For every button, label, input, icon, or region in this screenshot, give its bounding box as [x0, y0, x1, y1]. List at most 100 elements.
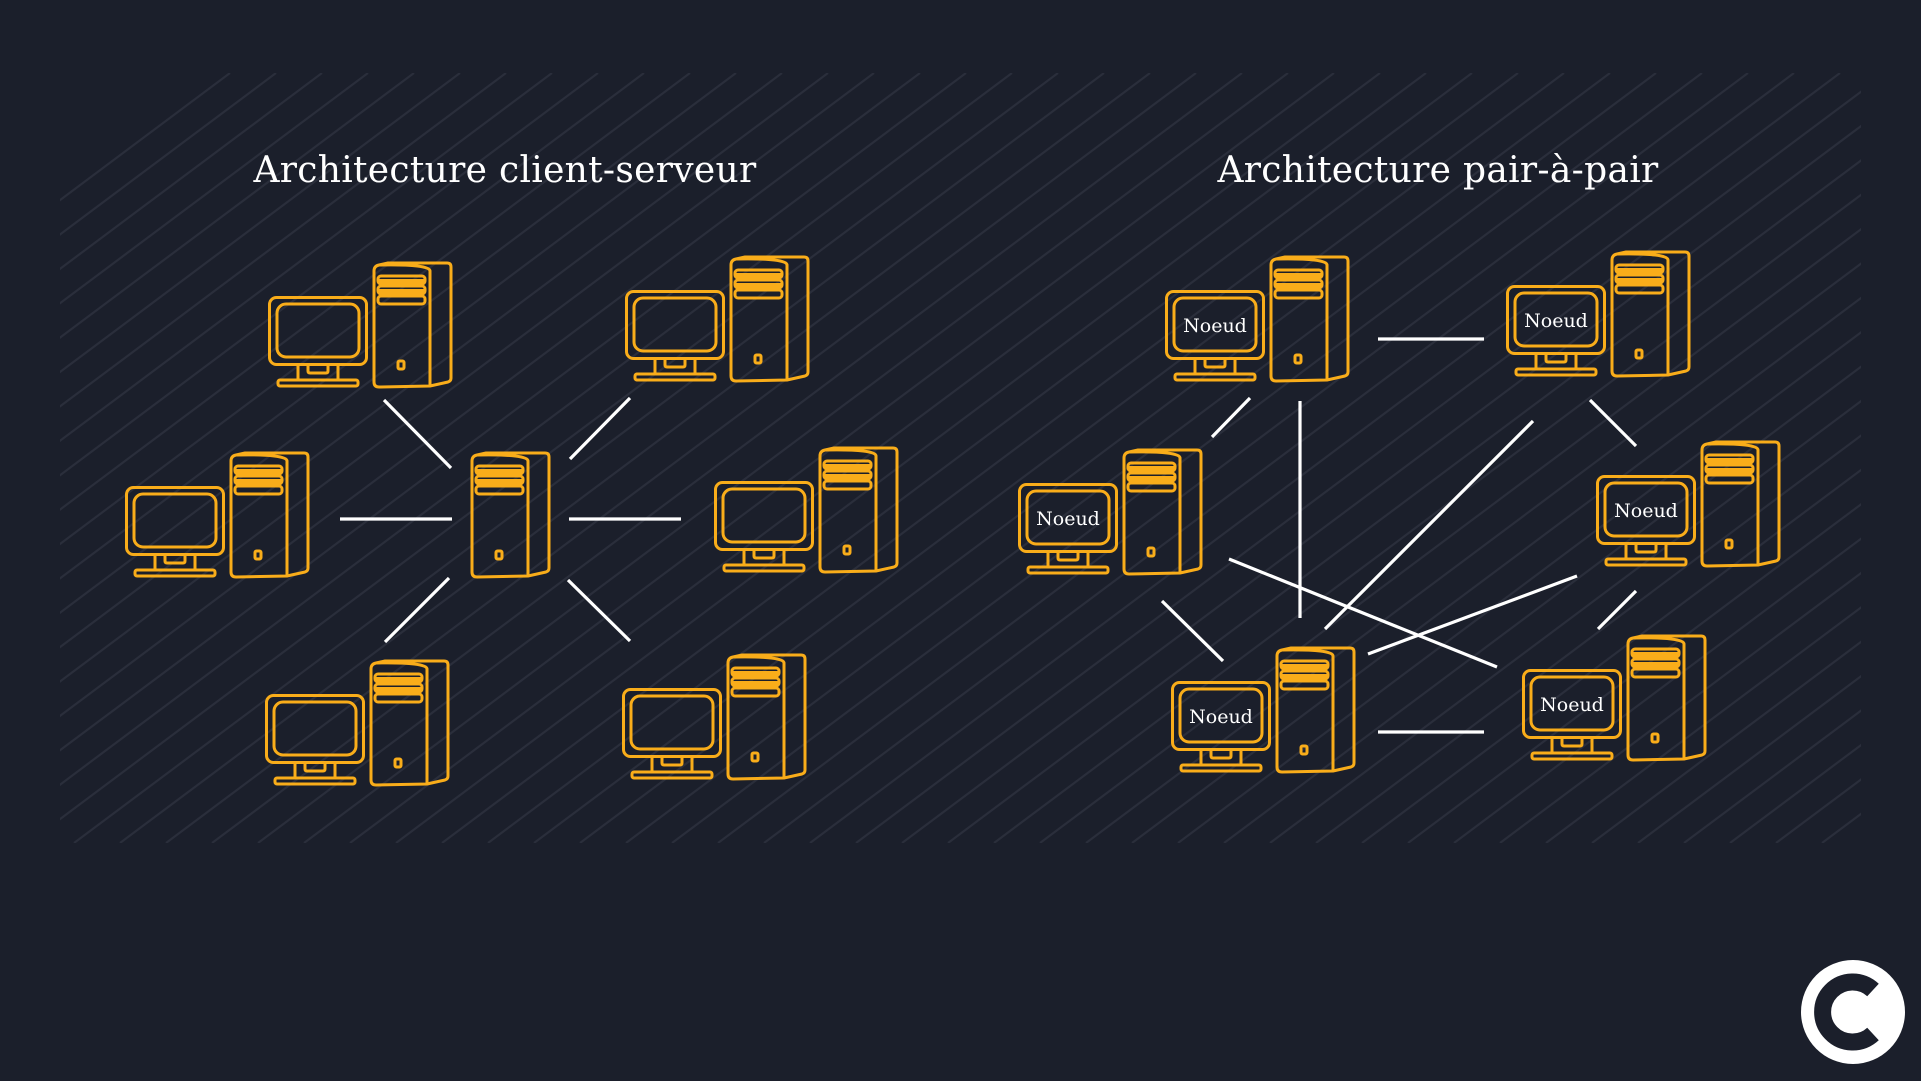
hatch-line — [60, 73, 369, 305]
hatch-line — [60, 73, 599, 477]
hatch-line — [625, 73, 1657, 843]
hatch-line — [487, 73, 1519, 843]
hatch-line — [1131, 296, 1861, 843]
link-client-1-server — [382, 398, 453, 470]
hatch-line — [533, 73, 1565, 843]
hatch-line — [60, 73, 553, 443]
hatch-line — [60, 73, 691, 546]
hatch-line — [60, 73, 967, 752]
hatch-line — [257, 73, 1289, 843]
hatch-line — [60, 73, 737, 580]
node-label: Noeud — [1036, 508, 1100, 530]
link-node-d-node-e — [1367, 574, 1578, 656]
hatch-line — [60, 73, 461, 374]
hatch-line — [395, 73, 1427, 843]
hatch-line — [1914, 73, 1921, 843]
hatch-line — [211, 73, 1243, 843]
link-client-2-server — [568, 396, 632, 461]
hatch-line — [441, 73, 1473, 843]
hatch-line — [1499, 571, 1861, 843]
hatch-line — [1683, 709, 1861, 843]
link-node-b-node-e — [1160, 599, 1225, 663]
monitor-icon: Noeud — [1165, 290, 1265, 382]
hatch-line — [855, 90, 1861, 843]
hatch-line — [763, 73, 1795, 843]
client-1-computer-icon — [268, 261, 453, 389]
tower-icon — [818, 446, 899, 574]
hatch-line — [1085, 262, 1861, 843]
link-client-5-server — [383, 576, 451, 644]
hatch-line — [60, 73, 783, 615]
monitor-icon: Noeud — [1506, 285, 1606, 377]
hatch-line — [993, 193, 1861, 843]
hatch-line — [60, 73, 1059, 821]
hatch-line — [1453, 537, 1861, 843]
link-node-b-node-f — [1228, 557, 1498, 669]
node-e-computer-icon: Noeud — [1171, 646, 1356, 774]
client-server-title: Architecture client-serveur — [253, 150, 757, 191]
hatch-line — [60, 73, 415, 340]
hatch-line — [1407, 502, 1861, 843]
brand-c-logo-icon — [1801, 960, 1905, 1064]
hatch-line — [1039, 227, 1861, 843]
hatch-line — [60, 73, 231, 202]
link-client-6-server — [566, 578, 632, 643]
hatch-line — [60, 73, 1013, 787]
hatch-background — [60, 73, 1921, 843]
hatch-line — [809, 73, 1841, 843]
node-label: Noeud — [1614, 500, 1678, 522]
hatch-line — [1177, 331, 1861, 843]
monitor-icon: Noeud — [1522, 669, 1622, 761]
hatch-line — [947, 159, 1861, 843]
node-f-computer-icon: Noeud — [1522, 634, 1707, 762]
monitor-icon: Noeud — [1596, 475, 1696, 567]
hatch-line — [60, 73, 921, 718]
tower-icon — [1700, 440, 1781, 568]
hatch-line — [1591, 640, 1861, 843]
hatch-line — [1269, 399, 1861, 843]
tower-icon — [729, 255, 810, 383]
hatch-line — [1361, 468, 1861, 843]
links-layer — [340, 337, 1638, 734]
link-node-c-node-e — [1323, 419, 1535, 631]
hatch-line — [60, 73, 645, 511]
node-b-computer-icon: Noeud — [1018, 448, 1203, 576]
hatch-line — [60, 73, 323, 271]
hatch-line — [1315, 434, 1861, 843]
server-icon — [470, 451, 551, 579]
node-a-computer-icon: Noeud — [1165, 255, 1350, 383]
hatch-line — [60, 73, 829, 649]
hatch-line — [73, 73, 1105, 843]
hatch-line — [717, 73, 1749, 843]
hatch-line — [119, 73, 1151, 843]
monitor-icon: Noeud — [1171, 681, 1271, 773]
hatch-line — [671, 73, 1703, 843]
link-node-d-node-f — [1596, 589, 1638, 631]
link-node-c-node-d — [1588, 398, 1638, 448]
tower-icon — [369, 659, 450, 787]
hatch-line — [1545, 606, 1861, 843]
hatch-line — [1775, 778, 1861, 843]
hatch-line — [579, 73, 1611, 843]
node-label: Noeud — [1540, 694, 1604, 716]
client-3-computer-icon — [125, 451, 310, 579]
monitor-icon: Noeud — [1018, 483, 1118, 575]
hatch-line — [60, 73, 507, 408]
monitor-icon — [625, 290, 725, 382]
hatch-line — [349, 73, 1381, 843]
hatch-line — [60, 73, 277, 236]
tower-icon — [1610, 250, 1691, 378]
node-label: Noeud — [1183, 315, 1247, 337]
node-d-computer-icon: Noeud — [1596, 440, 1781, 568]
node-c-computer-icon: Noeud — [1506, 250, 1691, 378]
hatch-line — [1868, 73, 1921, 843]
link-node-a-node-b — [1210, 396, 1252, 439]
peer-to-peer-title: Architecture pair-à-pair — [1217, 150, 1659, 191]
hatch-line — [165, 73, 1197, 843]
hatch-line — [901, 124, 1861, 843]
node-label: Noeud — [1189, 706, 1253, 728]
node-label: Noeud — [1524, 310, 1588, 332]
hatch-line — [1637, 674, 1861, 843]
